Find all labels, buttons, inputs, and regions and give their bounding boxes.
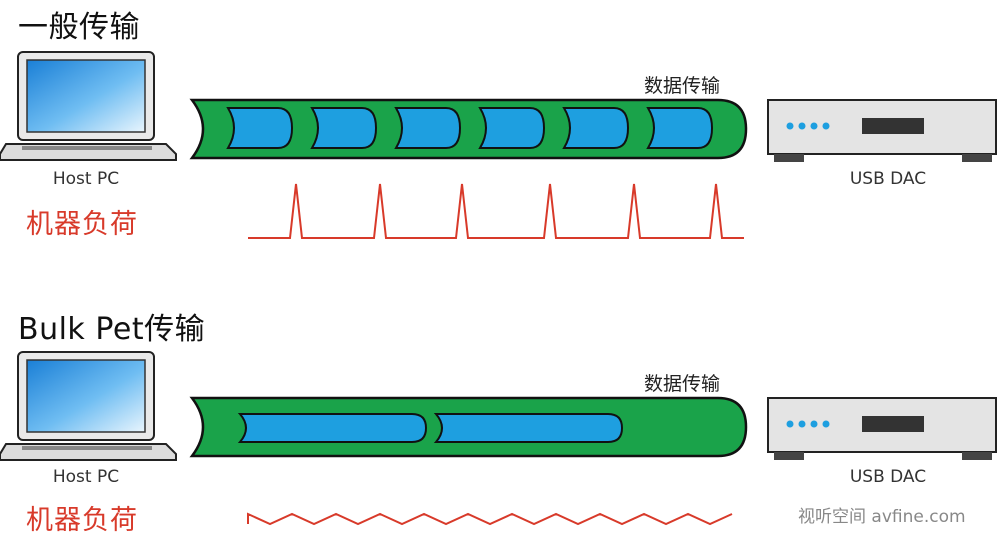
section-title-bulkpet: Bulk Pet传输 (18, 312, 206, 347)
data-pipe (189, 98, 748, 160)
usb-dac-icon (767, 397, 997, 460)
data-packet (478, 107, 546, 149)
section-title-normal: 一般传输 (18, 10, 140, 45)
usb-dac-icon (767, 99, 997, 162)
load-line-spikes (248, 183, 744, 239)
load-label: 机器负荷 (26, 209, 138, 240)
data-packet (226, 107, 294, 149)
laptop-icon (0, 51, 177, 161)
host-label: Host PC (52, 169, 120, 189)
device-label: USB DAC (849, 467, 927, 487)
load-line-ripple (247, 512, 733, 526)
packet-group (237, 413, 624, 443)
data-packet (237, 413, 428, 443)
pipe-label: 数据传输 (644, 373, 721, 395)
load-label: 机器负荷 (26, 505, 138, 536)
device-label: USB DAC (849, 169, 927, 189)
data-pipe (189, 396, 748, 458)
laptop-icon (0, 351, 177, 461)
data-packet (646, 107, 714, 149)
host-label: Host PC (52, 467, 120, 487)
data-packet (562, 107, 630, 149)
watermark-text: 视听空间 avfine.com (798, 507, 966, 527)
pipe-label: 数据传输 (644, 75, 721, 97)
packet-group (226, 107, 714, 149)
data-packet (310, 107, 378, 149)
data-packet (394, 107, 462, 149)
data-packet (433, 413, 624, 443)
